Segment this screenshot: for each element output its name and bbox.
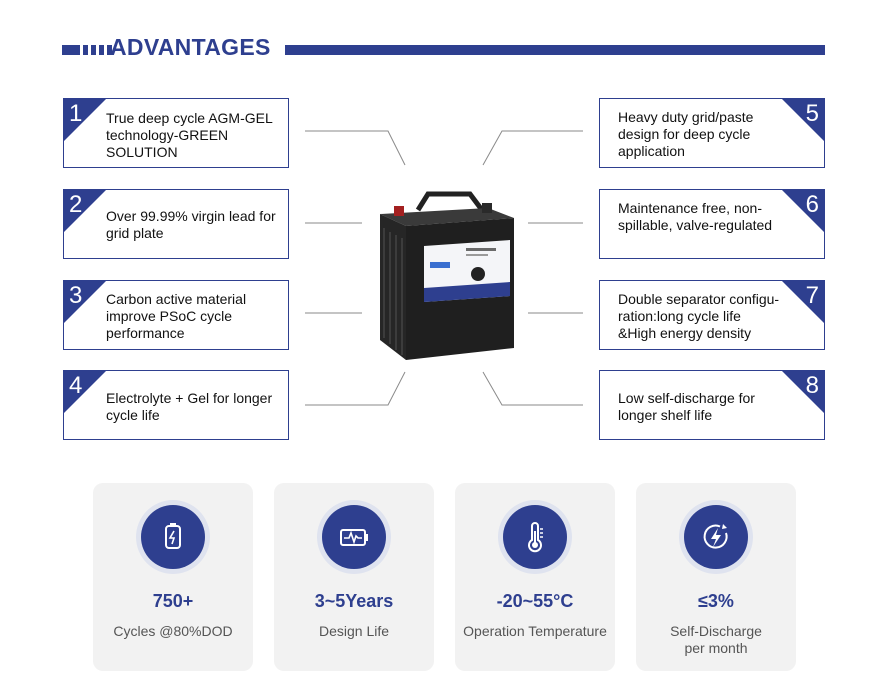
stat-cycles: 750+ Cycles @80%DOD (93, 483, 253, 671)
stat-icon-circle (503, 505, 567, 569)
header-rule (285, 45, 825, 55)
feature-number: 4 (69, 372, 83, 399)
feature-number: 2 (69, 191, 83, 218)
stat-label: Operation Temperature (463, 623, 607, 639)
feature-card-5: 5 Heavy duty grid/paste design for deep … (599, 98, 825, 168)
feature-number: 8 (805, 372, 819, 399)
battery-pulse-icon (340, 529, 368, 546)
stat-design-life: 3~5Years Design Life (274, 483, 434, 671)
stat-label: Self-Discharge per month (670, 623, 762, 656)
feature-card-2: 2 Over 99.99% virgin lead for grid plate (63, 189, 289, 259)
feature-text: Maintenance free, non-spillable, valve-r… (618, 200, 773, 233)
feature-text: Low self-discharge for longer shelf life (618, 390, 755, 423)
stat-label: Design Life (318, 623, 390, 639)
feature-number: 3 (69, 282, 83, 309)
header-stripes (62, 45, 112, 55)
card-corner (63, 280, 107, 324)
stat-icon-circle (322, 505, 386, 569)
card-corner (781, 280, 825, 324)
feature-number: 7 (805, 282, 819, 309)
stat-value: 750+ (152, 591, 194, 611)
feature-text: Electrolyte + Gel for longer cycle life (106, 390, 273, 423)
feature-card-6: 6 Maintenance free, non-spillable, valve… (599, 189, 825, 259)
stat-value: ≤3% (698, 591, 734, 611)
battery-icon (165, 523, 181, 549)
section-title: ADVANTAGES (110, 34, 271, 60)
feature-card-1: 1 True deep cycle AGM-GEL technology-GRE… (63, 98, 289, 168)
card-corner (781, 98, 825, 142)
feature-text: Heavy duty grid/paste design for deep cy… (618, 109, 754, 159)
stat-value: -20~55°C (496, 591, 574, 611)
stat-temperature: -20~55°C Operation Temperature (455, 483, 615, 671)
card-corner (63, 370, 107, 414)
feature-card-8: 8 Low self-discharge for longer shelf li… (599, 370, 825, 440)
feature-text: Carbon active material improve PSoC cycl… (106, 291, 247, 341)
stat-value: 3~5Years (314, 591, 394, 611)
stat-self-discharge: ≤3% Self-Discharge per month (636, 483, 796, 671)
feature-text: True deep cycle AGM-GEL technology-GREEN… (106, 110, 273, 160)
thermometer-icon (528, 522, 543, 553)
stat-label: Cycles @80%DOD (113, 623, 233, 639)
feature-number: 1 (69, 100, 83, 127)
feature-card-7: 7 Double separator configu-ration:long c… (599, 280, 825, 350)
feature-text: Over 99.99% virgin lead for grid plate (106, 208, 276, 241)
battery-image (380, 191, 514, 360)
card-corner (781, 189, 825, 233)
card-corner (63, 189, 107, 233)
feature-card-4: 4 Electrolyte + Gel for longer cycle lif… (63, 370, 289, 440)
card-corner (781, 370, 825, 414)
card-corner (63, 98, 107, 142)
lightning-icon (703, 524, 728, 549)
feature-number: 5 (805, 100, 819, 127)
feature-number: 6 (805, 191, 819, 218)
stat-icon-circle (141, 505, 205, 569)
stat-icon-circle (684, 505, 748, 569)
feature-card-3: 3 Carbon active material improve PSoC cy… (63, 280, 289, 350)
feature-text: Double separator configu-ration:long cyc… (618, 291, 780, 341)
